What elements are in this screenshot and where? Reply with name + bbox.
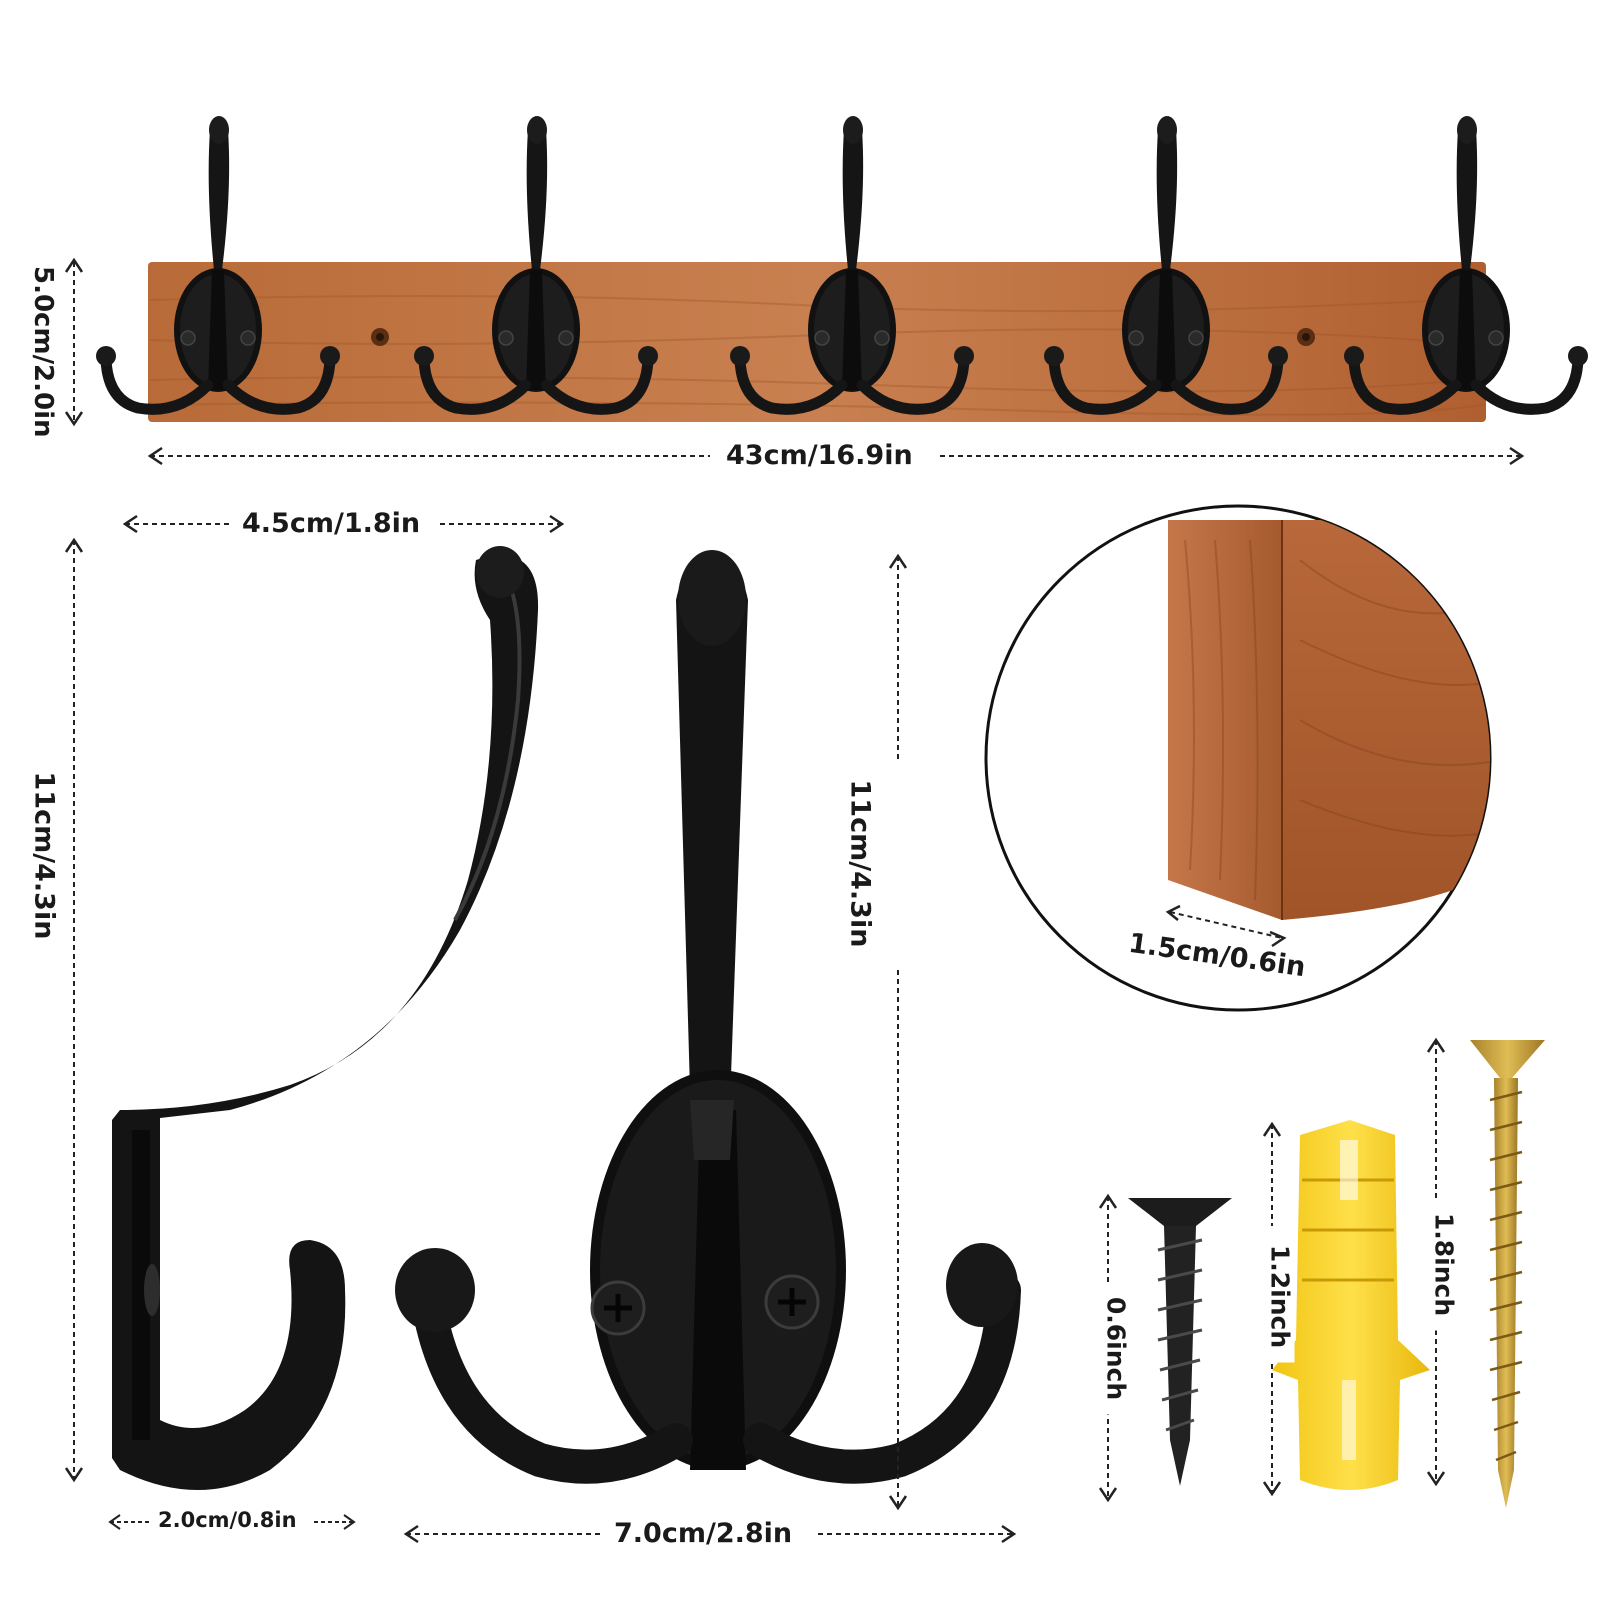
hook-side-width-label: 4.5cm/1.8in bbox=[236, 508, 427, 539]
hook-side-view bbox=[112, 546, 539, 1490]
short-screw bbox=[1128, 1198, 1232, 1486]
hook-front-height-label: 11cm/4.3in bbox=[844, 767, 876, 960]
screw-dims bbox=[1098, 1037, 1446, 1503]
rack-height-label: 5.0cm/2.0in bbox=[28, 266, 58, 438]
hook-front-width-label: 7.0cm/2.8in bbox=[608, 1518, 799, 1549]
hook-side-height-label: 11cm/4.3in bbox=[28, 759, 60, 952]
screw-short-label: 0.6inch bbox=[1101, 1282, 1131, 1415]
wall-anchor bbox=[1272, 1120, 1430, 1490]
hook-base-width-label: 2.0cm/0.8in bbox=[152, 1508, 303, 1532]
rack-height-arrow bbox=[64, 257, 84, 427]
board-thickness-inset bbox=[984, 504, 1492, 1012]
hook-front-view bbox=[395, 550, 1021, 1484]
anchor-length-label: 1.2inch bbox=[1265, 1230, 1295, 1363]
screw-long-label: 1.8inch bbox=[1429, 1198, 1459, 1331]
long-screw bbox=[1470, 1040, 1545, 1508]
rack-length-label: 43cm/16.9in bbox=[720, 440, 919, 471]
hook-front-dims bbox=[403, 553, 1017, 1544]
rack-length-arrow bbox=[147, 446, 1525, 466]
hook-side-dims bbox=[64, 514, 565, 1530]
